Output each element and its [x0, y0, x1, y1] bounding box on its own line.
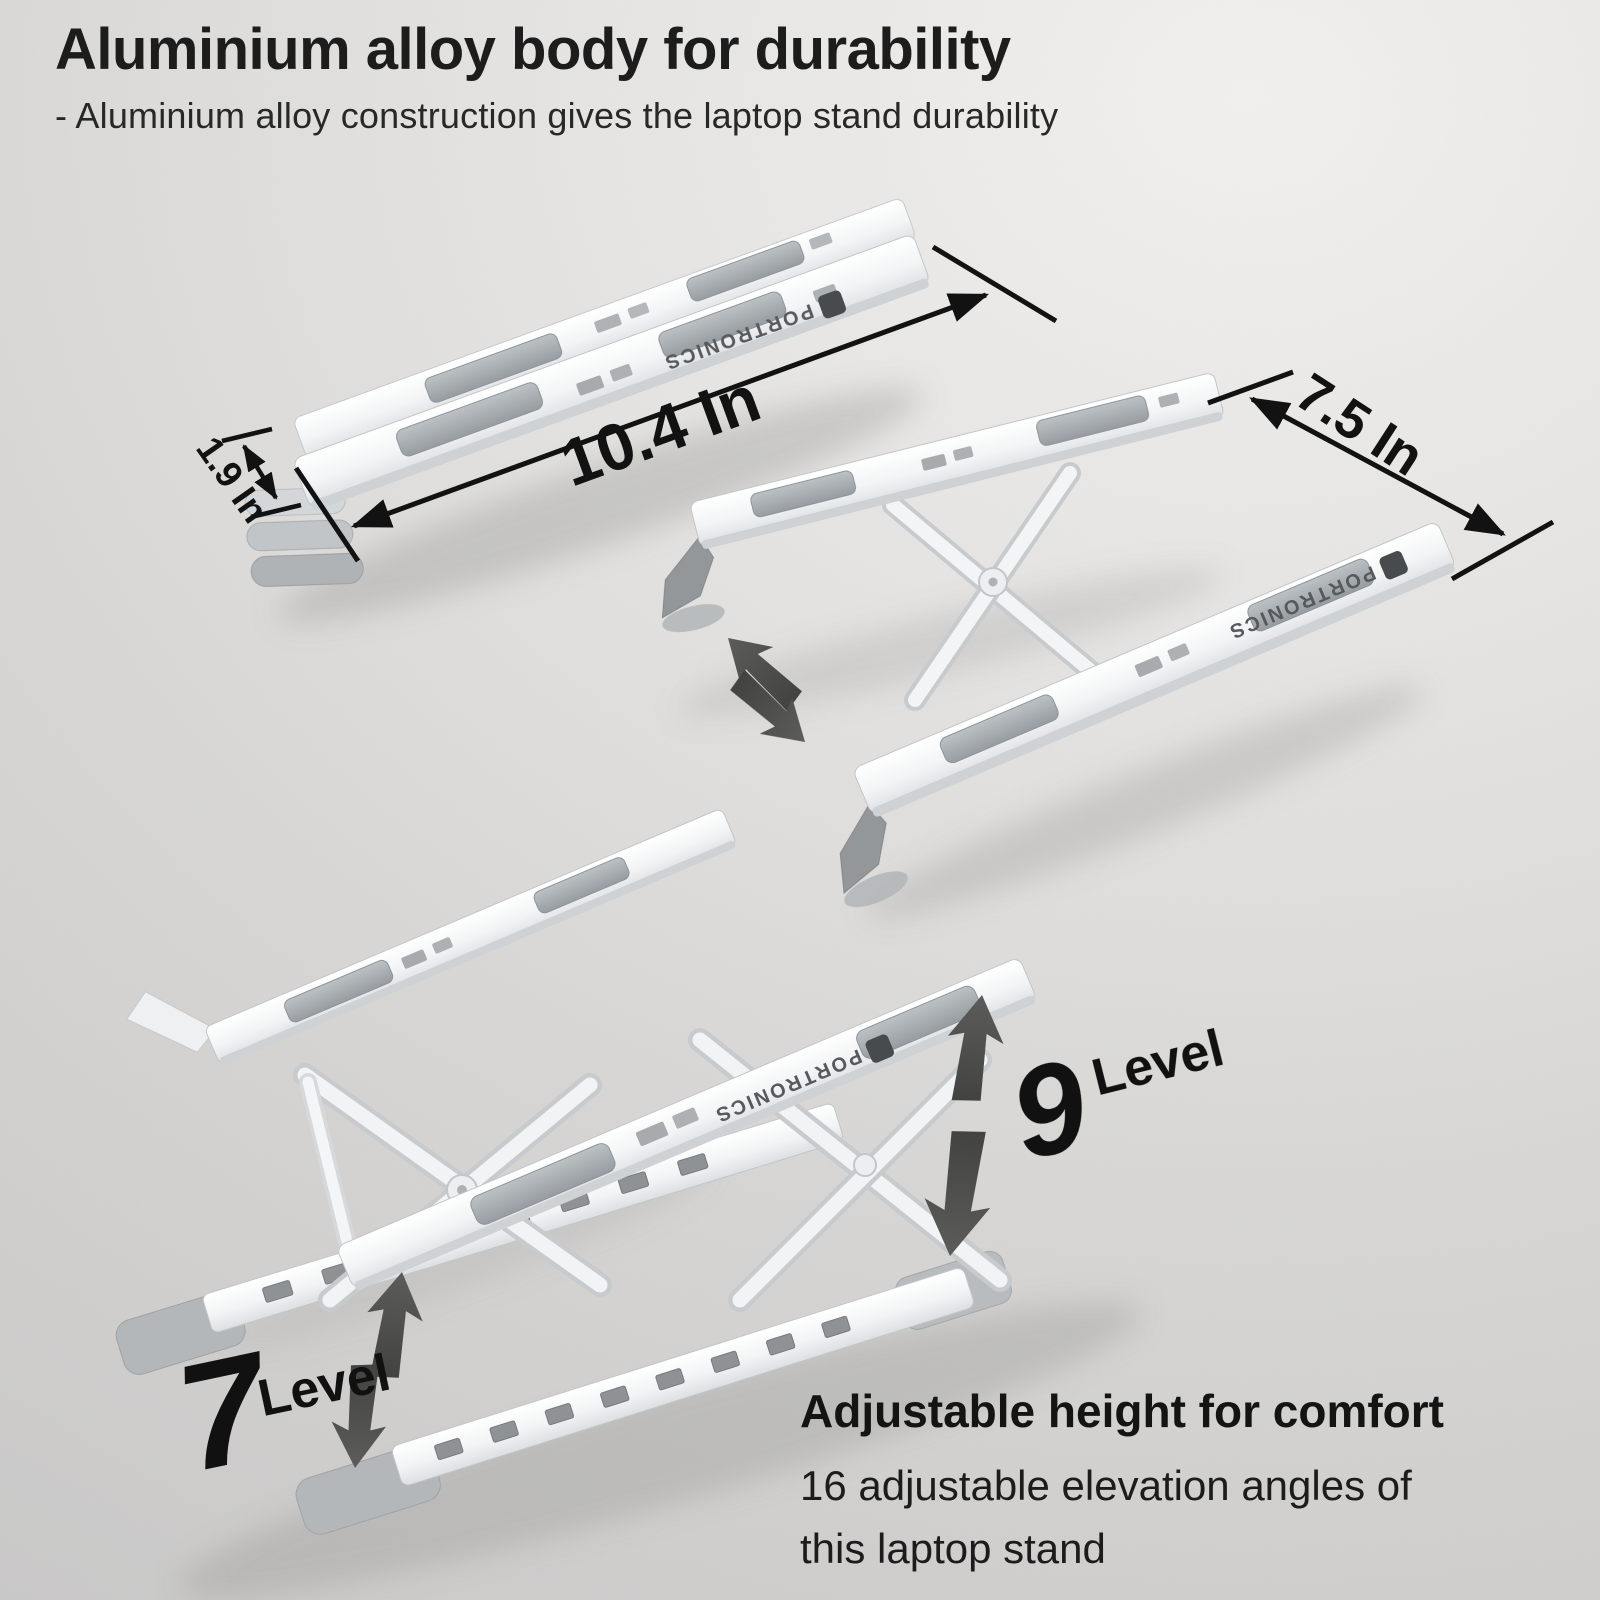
- length-dimension-arrow: [350, 292, 990, 529]
- length-dimension: [293, 244, 1058, 563]
- brand-mark-icon: [865, 1034, 894, 1063]
- footer-description-line1: 16 adjustable elevation angles of: [800, 1462, 1412, 1509]
- width-dimension: [1207, 369, 1555, 582]
- width-dimension-arrow: [1249, 396, 1506, 537]
- footer-description-line2: this laptop stand: [800, 1525, 1106, 1572]
- footer: Adjustable height for comfort 16 adjusta…: [800, 1384, 1520, 1580]
- thickness-dimension-arrow: [242, 444, 278, 500]
- brand-mark-icon: [1379, 551, 1408, 580]
- thickness-dimension: [221, 426, 302, 520]
- expanded-stand-illustration: PORTRONICS: [115, 809, 1036, 1535]
- footer-title: Adjustable height for comfort: [800, 1385, 1444, 1437]
